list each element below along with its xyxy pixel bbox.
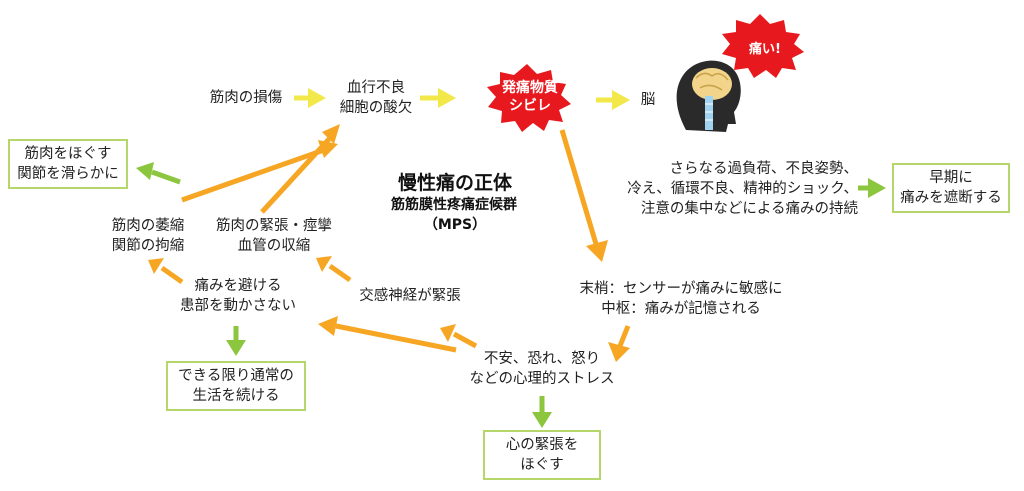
arrow-sensitization-to-anxiety: [608, 325, 631, 362]
sensitization-line-1: 末梢：センサーが痛みに敏感に: [579, 281, 783, 297]
pain-factors-label: さらなる過負荷、不良姿勢、 冷え、循環不良、精神的ショック、 注意の集中などによ…: [586, 159, 858, 219]
blood-flow-line-2: 細胞の酸欠: [339, 100, 413, 116]
avoid-pain-line-2: 患部を動かさない: [180, 298, 296, 314]
pain-substance-line-1: 発痛物質: [502, 80, 558, 96]
sensitization-line-2: 中枢：痛みが記憶される: [601, 301, 761, 317]
daily-life-box: できる限り通常の 生活を続ける: [166, 361, 306, 411]
avoid-pain-label: 痛みを避ける 患部を動かさない: [160, 276, 316, 316]
brain-head-icon: [676, 60, 741, 132]
brain-label: 脳: [640, 92, 656, 108]
arrow-to-loosen-muscle: [136, 162, 181, 185]
muscle-injury-label: 筋肉の損傷: [209, 90, 283, 106]
arrow-tension-to-bloodflow: [260, 124, 340, 214]
tension-line-1: 筋肉の緊張・痙攣: [216, 218, 332, 234]
sympathetic-label: 交感神経が緊張: [359, 288, 461, 304]
pain-substance-burst: [487, 64, 571, 132]
anxiety-label: 不安、恐れ、怒り などの心理的ストレス: [458, 349, 626, 389]
block-early-box: 早期に 痛みを遮断する: [892, 163, 1010, 213]
diagram-subtitle: 筋筋膜性疼痛症候群: [391, 197, 517, 213]
itai-label: 痛い!: [749, 42, 781, 57]
block-early-line-1: 早期に: [929, 170, 973, 186]
diagram-abbreviation: （MPS）: [423, 217, 487, 233]
atrophy-line-1: 筋肉の萎縮: [111, 218, 185, 234]
anxiety-line-2: などの心理的ストレス: [469, 371, 615, 387]
atrophy-line-2: 関節の拘縮: [111, 238, 185, 254]
daily-life-line-2: 生活を続ける: [192, 388, 280, 404]
diagram-title: 慢性痛の正体: [397, 172, 512, 194]
avoid-pain-line-1: 痛みを避ける: [194, 278, 282, 294]
daily-life-line-1: できる限り通常の: [178, 368, 294, 384]
arrow-substance-to-brain: [596, 90, 630, 110]
blood-flow-label: 血行不良 細胞の酸欠: [330, 78, 422, 118]
atrophy-label: 筋肉の萎縮 関節の拘縮: [96, 216, 200, 256]
orange-arrows: [148, 124, 631, 362]
arrow-to-block-early: [858, 178, 886, 198]
pain-factors-line-2: 冷え、循環不良、精神的ショック、: [627, 181, 858, 197]
pain-substance-label: 発痛物質 シビレ: [488, 79, 572, 115]
pain-substance-line-2: シビレ: [509, 98, 551, 114]
pain-factors-line-3: 注意の集中などによる痛みの持続: [640, 201, 858, 217]
loosen-muscle-line-2: 関節を滑らかに: [17, 166, 119, 182]
arrow-avoid-to-atrophy: [148, 258, 184, 285]
tension-line-2: 血管の収縮: [237, 238, 311, 254]
blood-flow-line-1: 血行不良: [347, 80, 405, 96]
block-early-line-2: 痛みを遮断する: [900, 190, 1002, 206]
green-arrows: [136, 162, 886, 428]
relax-mind-line-2: ほぐす: [520, 457, 564, 473]
arrow-injury-to-bloodflow: [294, 88, 326, 108]
loosen-muscle-line-1: 筋肉をほぐす: [24, 146, 112, 162]
relax-mind-box: 心の緊張を ほぐす: [483, 430, 601, 480]
anxiety-line-1: 不安、恐れ、怒り: [483, 351, 601, 367]
itai-burst: [722, 14, 804, 78]
yellow-arrows: [294, 88, 630, 110]
tension-label: 筋肉の緊張・痙攣 血管の収縮: [208, 216, 340, 256]
arrow-substance-to-sensitization: [559, 129, 608, 262]
arrow-to-daily-life: [226, 326, 246, 356]
arrow-anxiety-to-sympathetic: [440, 324, 478, 349]
loosen-muscle-box: 筋肉をほぐす 関節を滑らかに: [8, 139, 128, 189]
arrow-anxiety-to-avoid: [318, 316, 457, 353]
arrow-bloodflow-to-substance: [420, 88, 456, 108]
sensitization-label: 末梢：センサーが痛みに敏感に 中枢：痛みが記憶される: [566, 279, 796, 319]
pain-factors-line-1: さらなる過負荷、不良姿勢、: [669, 161, 859, 177]
arrow-to-relax-mind: [532, 396, 552, 428]
arrow-atrophy-to-bloodflow: [181, 140, 338, 203]
arrow-sympathetic-to-tension: [316, 256, 352, 283]
relax-mind-line-1: 心の緊張を: [505, 437, 579, 453]
